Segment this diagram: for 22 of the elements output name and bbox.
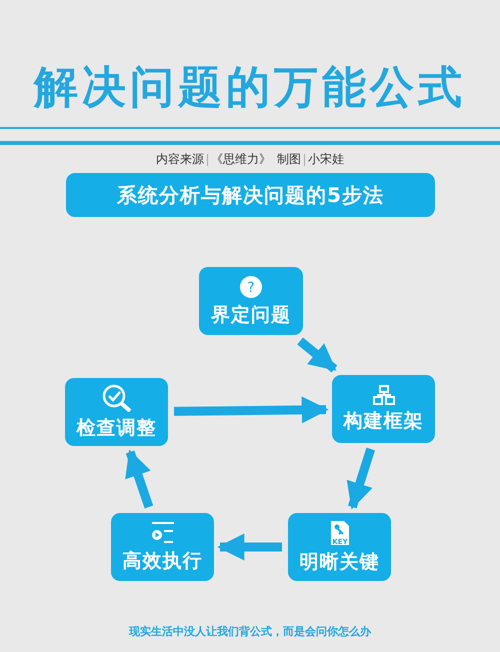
title: 解决问题的万能公式 (32, 61, 467, 115)
source-text: 内容来源 (156, 152, 204, 166)
title-banner (66, 173, 435, 217)
arrow (297, 338, 338, 372)
step-label: 高效执行 (122, 548, 202, 574)
source-text: 《思维力》 (211, 152, 271, 166)
step-box (111, 513, 214, 581)
step-label: 构建框架 (344, 408, 424, 434)
step-label: 明晰关键 (300, 550, 380, 574)
arrow (217, 534, 282, 560)
step-label: 界定问题 (211, 302, 291, 328)
arrow (346, 448, 375, 510)
arrow (174, 396, 329, 424)
caption: 现实生活中没人让我们背公式，而是会问你怎么办 (128, 624, 372, 639)
step-label: 检查调整 (76, 416, 156, 440)
arrow (125, 449, 154, 508)
banner-title: 系统分析与解决问题的5步法 (117, 182, 384, 208)
step-box (332, 375, 435, 443)
question-icon: ? (239, 274, 263, 298)
step-box (65, 378, 168, 446)
step-box (199, 267, 303, 335)
step-box (288, 513, 391, 581)
